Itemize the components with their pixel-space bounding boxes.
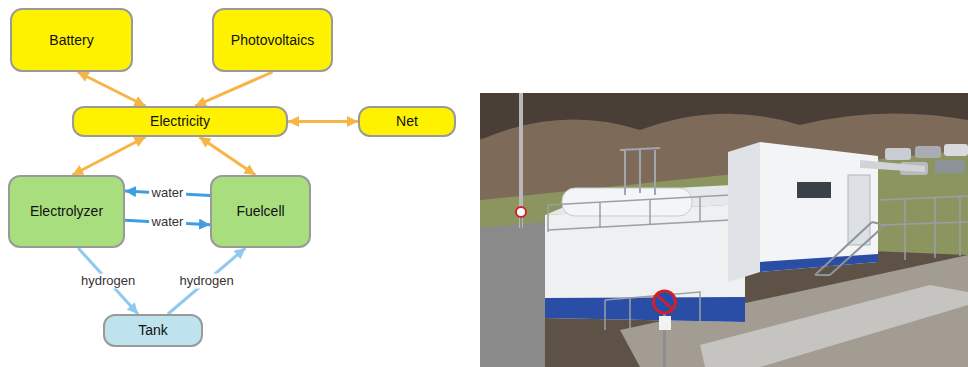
flow-arrow — [168, 248, 245, 314]
flow-arrow — [199, 137, 255, 175]
source-box: Battery — [10, 8, 133, 72]
parked-car — [915, 146, 941, 158]
canopy — [860, 160, 925, 172]
photo-ground — [480, 93, 968, 367]
node-label: Fuelcell — [236, 203, 284, 220]
no-parking-sign — [654, 291, 676, 313]
sign-plate — [659, 316, 671, 330]
flow-label: hydrogen — [78, 274, 138, 289]
bus-box: Electricity — [72, 106, 288, 137]
node-label: Electricity — [150, 113, 210, 130]
container-front — [545, 204, 745, 322]
storage-box: Tank — [103, 314, 203, 347]
flow-arrow — [195, 72, 272, 106]
node-label: Electrolyzer — [30, 203, 103, 220]
flow-label: water — [149, 186, 187, 201]
road — [480, 222, 545, 367]
node-label: Battery — [49, 32, 93, 49]
process-box: Fuelcell — [210, 175, 311, 248]
building-side — [728, 142, 760, 282]
source-box: Photovoltaics — [212, 8, 333, 72]
flow-arrow — [78, 248, 138, 314]
parked-car — [944, 144, 968, 156]
parked-car — [885, 148, 911, 160]
node-label: Net — [396, 113, 418, 130]
front-railing — [605, 292, 700, 330]
vent-stack — [620, 148, 660, 195]
flow-arrow — [78, 72, 146, 106]
flow-arrow — [72, 137, 145, 175]
flow-label: hydrogen — [177, 274, 237, 289]
window — [797, 182, 831, 198]
hydrogen-tank — [562, 188, 692, 216]
sign-slash — [657, 295, 672, 309]
stairs — [815, 222, 885, 275]
node-label: Tank — [138, 322, 168, 339]
container-stripe — [545, 297, 745, 322]
flow-arrow — [288, 120, 358, 123]
speed-sign — [516, 207, 526, 217]
process-box: Electrolyzer — [8, 175, 125, 248]
grid-box: Net — [358, 106, 456, 137]
parked-car — [935, 160, 965, 173]
node-label: Photovoltaics — [231, 32, 314, 49]
flow-label: water — [149, 215, 187, 230]
roof-railing — [548, 194, 748, 232]
building-stripe — [760, 254, 878, 272]
fence — [880, 196, 968, 260]
